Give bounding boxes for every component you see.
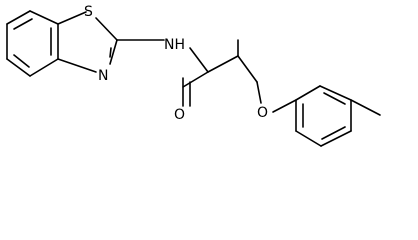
bond — [189, 47, 209, 73]
molecule-svg: S N NH O O — [6, 4, 381, 147]
bond — [13, 54, 30, 68]
bond — [350, 99, 381, 116]
bond — [6, 58, 31, 77]
bond — [6, 10, 31, 25]
structure-diagram: S N NH O O — [6, 4, 381, 147]
sulfur-atom-label: S — [84, 4, 93, 20]
bond — [13, 18, 33, 30]
bond — [320, 130, 352, 147]
ether-oxygen-atom-label: O — [257, 105, 268, 121]
bond — [321, 126, 346, 140]
bond — [29, 58, 59, 77]
bond — [109, 39, 118, 65]
carbonyl-oxygen-atom-label: O — [174, 107, 185, 123]
bond — [182, 71, 209, 88]
bond — [57, 58, 97, 73]
bond — [272, 99, 297, 113]
bond — [319, 85, 352, 101]
atom-labels: S N NH O O — [84, 4, 268, 123]
ring-nitrogen-atom-label: N — [98, 68, 108, 84]
bond — [109, 47, 112, 58]
bond — [57, 11, 87, 25]
bond — [323, 92, 346, 105]
bond — [207, 55, 239, 73]
bonds — [6, 10, 381, 147]
bond — [295, 130, 322, 147]
bond — [95, 17, 118, 41]
bond — [29, 10, 59, 25]
bond — [256, 81, 262, 104]
bond — [295, 85, 321, 101]
amide-nitrogen-atom-label: NH — [164, 37, 185, 53]
bond — [237, 55, 258, 83]
